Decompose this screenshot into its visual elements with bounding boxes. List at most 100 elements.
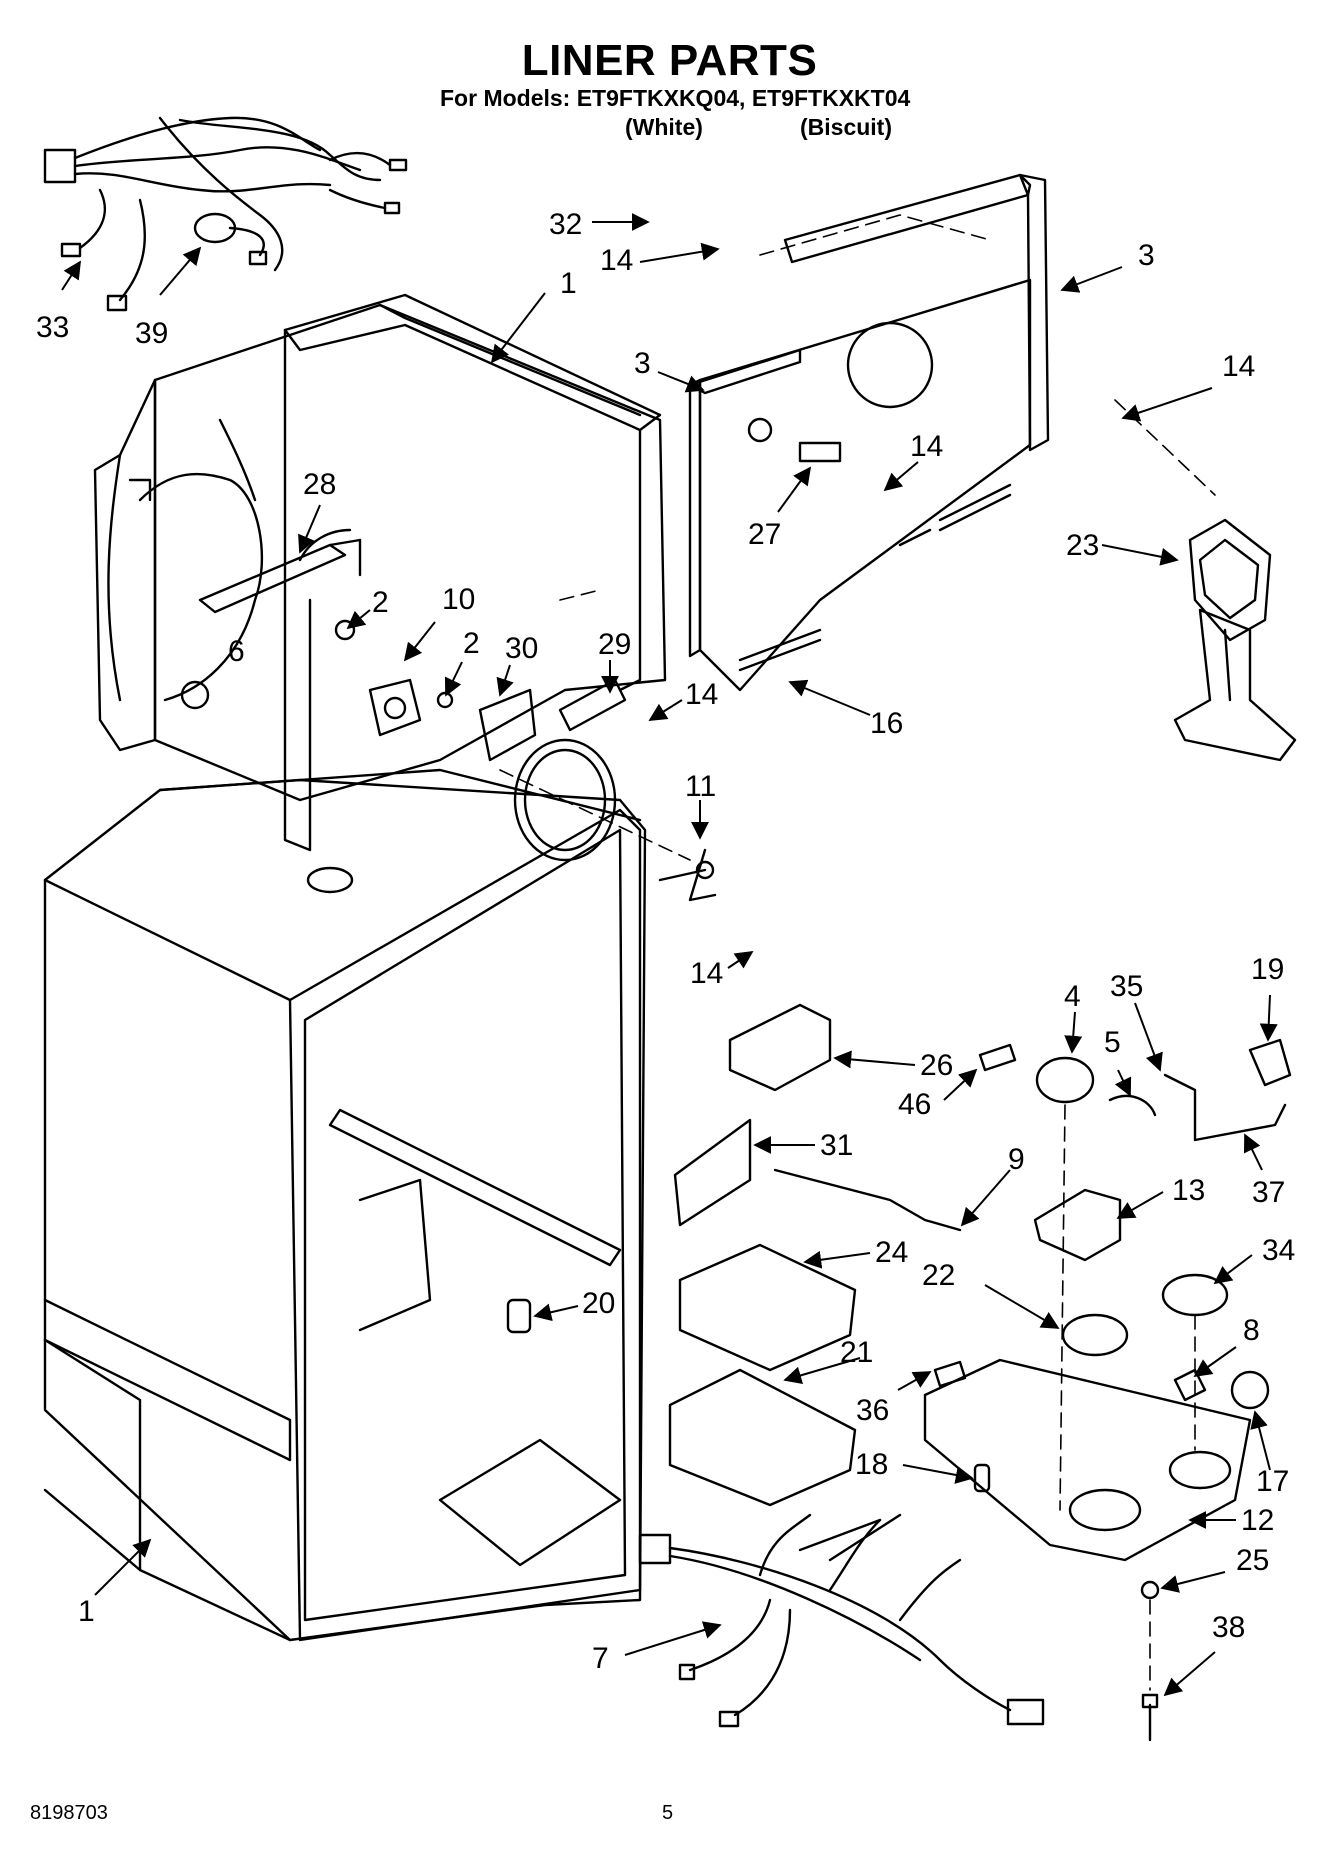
callout-7: 7 bbox=[592, 1642, 609, 1675]
freezer-liner-drawing bbox=[93, 293, 667, 852]
arrow-16 bbox=[788, 679, 871, 716]
arrow-27 bbox=[777, 466, 812, 513]
callout-27: 27 bbox=[748, 518, 781, 551]
callout-23: 23 bbox=[1066, 529, 1099, 562]
callout-12: 12 bbox=[1241, 1504, 1274, 1537]
arrow-24 bbox=[803, 1250, 871, 1269]
arrow-5 bbox=[1114, 1069, 1132, 1097]
callout-34: 34 bbox=[1262, 1234, 1295, 1267]
callout-4: 4 bbox=[1064, 980, 1081, 1013]
callout-36: 36 bbox=[856, 1394, 889, 1427]
arrow-8 bbox=[1193, 1346, 1237, 1378]
control-housing-components-drawing bbox=[506, 1003, 1292, 1742]
callout-32: 32 bbox=[549, 208, 582, 241]
callout-29: 29 bbox=[598, 628, 631, 661]
document-number: 8198703 bbox=[30, 1802, 108, 1824]
callout-31: 31 bbox=[820, 1129, 853, 1162]
page-number: 5 bbox=[662, 1802, 674, 1824]
arrow-30 bbox=[496, 664, 514, 697]
callout-28: 28 bbox=[303, 468, 336, 501]
callout-39: 39 bbox=[135, 317, 168, 350]
callout-33: 33 bbox=[36, 311, 69, 344]
models-line: For Models: ET9FTKXKQ04, ET9FTKXKT04 bbox=[440, 85, 911, 111]
evaporator-cover-panel-drawing bbox=[688, 278, 1032, 692]
callout-1: 1 bbox=[78, 1595, 95, 1628]
callout-14: 14 bbox=[600, 244, 633, 277]
arrow-13 bbox=[1116, 1191, 1164, 1219]
upper-wire-harness-drawing bbox=[43, 116, 408, 312]
arrow-21 bbox=[783, 1357, 861, 1385]
callout-2: 2 bbox=[372, 586, 389, 619]
arrow-4 bbox=[1064, 1011, 1083, 1054]
air-diffuser-duct-drawing bbox=[1173, 518, 1297, 762]
arrow-23 bbox=[1101, 544, 1179, 566]
arrow-34 bbox=[1213, 1254, 1253, 1285]
arrow-25 bbox=[1160, 1571, 1226, 1593]
arrow-14c bbox=[883, 461, 919, 492]
callout-13: 13 bbox=[1172, 1174, 1205, 1207]
callout-labels: 32 14 3 33 39 1 3 14 14 28 27 23 2 10 2 … bbox=[36, 208, 1295, 1675]
arrow-17 bbox=[1250, 1410, 1271, 1471]
callout-30: 30 bbox=[505, 632, 538, 665]
arrow-37 bbox=[1243, 1133, 1263, 1171]
callout-3: 3 bbox=[634, 347, 651, 380]
fresh-food-liner-drawing bbox=[43, 768, 647, 1642]
callout-24: 24 bbox=[875, 1236, 908, 1269]
arrow-14a bbox=[639, 242, 720, 263]
callout-35: 35 bbox=[1110, 970, 1143, 1003]
arrow-3a bbox=[1060, 266, 1123, 293]
arrow-38 bbox=[1163, 1651, 1216, 1697]
callout-46: 46 bbox=[898, 1088, 931, 1121]
callout-5: 5 bbox=[1104, 1026, 1121, 1059]
callout-38: 38 bbox=[1212, 1611, 1245, 1644]
arrow-10 bbox=[403, 621, 436, 662]
callout-26: 26 bbox=[920, 1049, 953, 1082]
arrow-36 bbox=[897, 1371, 932, 1391]
arrow-20 bbox=[533, 1303, 579, 1322]
arrow-26 bbox=[833, 1050, 916, 1069]
callout-arrows bbox=[61, 213, 1278, 1697]
arrow-14b bbox=[1121, 387, 1213, 422]
page-title: LINER PARTS bbox=[521, 36, 818, 85]
arrow-33 bbox=[61, 260, 81, 291]
callout-14: 14 bbox=[685, 678, 718, 711]
callout-8: 8 bbox=[1243, 1314, 1260, 1347]
arrow-9 bbox=[960, 1169, 1011, 1227]
arrow-2b bbox=[444, 661, 463, 697]
callout-37: 37 bbox=[1252, 1176, 1285, 1209]
callout-2: 2 bbox=[463, 627, 480, 660]
callout-14: 14 bbox=[690, 957, 723, 990]
callout-6: 6 bbox=[228, 635, 245, 668]
arrow-3b bbox=[657, 371, 705, 393]
arrow-46 bbox=[943, 1068, 978, 1101]
callout-21: 21 bbox=[840, 1336, 873, 1369]
arrow-7 bbox=[624, 1621, 722, 1656]
arrow-22 bbox=[984, 1284, 1060, 1329]
variant-white-label: (White) bbox=[625, 114, 703, 140]
arrow-1b bbox=[94, 1538, 152, 1596]
callout-10: 10 bbox=[442, 583, 475, 616]
arrow-35 bbox=[1134, 1002, 1163, 1072]
rear-gasket-upper-drawing bbox=[783, 173, 1050, 452]
callout-16: 16 bbox=[870, 707, 903, 740]
callout-1: 1 bbox=[560, 267, 577, 300]
arrow-14d bbox=[648, 699, 683, 721]
callout-9: 9 bbox=[1008, 1143, 1025, 1176]
variant-biscuit-label: (Biscuit) bbox=[800, 114, 892, 140]
arrow-14e bbox=[727, 951, 754, 969]
arrow-2a bbox=[346, 609, 371, 630]
arrow-19 bbox=[1259, 994, 1278, 1042]
arrow-39 bbox=[159, 246, 202, 296]
callout-14: 14 bbox=[1222, 350, 1255, 383]
arrow-18 bbox=[902, 1464, 974, 1484]
callout-18: 18 bbox=[855, 1448, 888, 1481]
arrow-1a bbox=[490, 292, 546, 364]
callout-17: 17 bbox=[1256, 1465, 1289, 1498]
arrow-28 bbox=[298, 504, 321, 554]
callout-20: 20 bbox=[582, 1287, 615, 1320]
callout-3: 3 bbox=[1138, 239, 1155, 272]
callout-11: 11 bbox=[685, 770, 716, 803]
callout-22: 22 bbox=[922, 1259, 955, 1292]
